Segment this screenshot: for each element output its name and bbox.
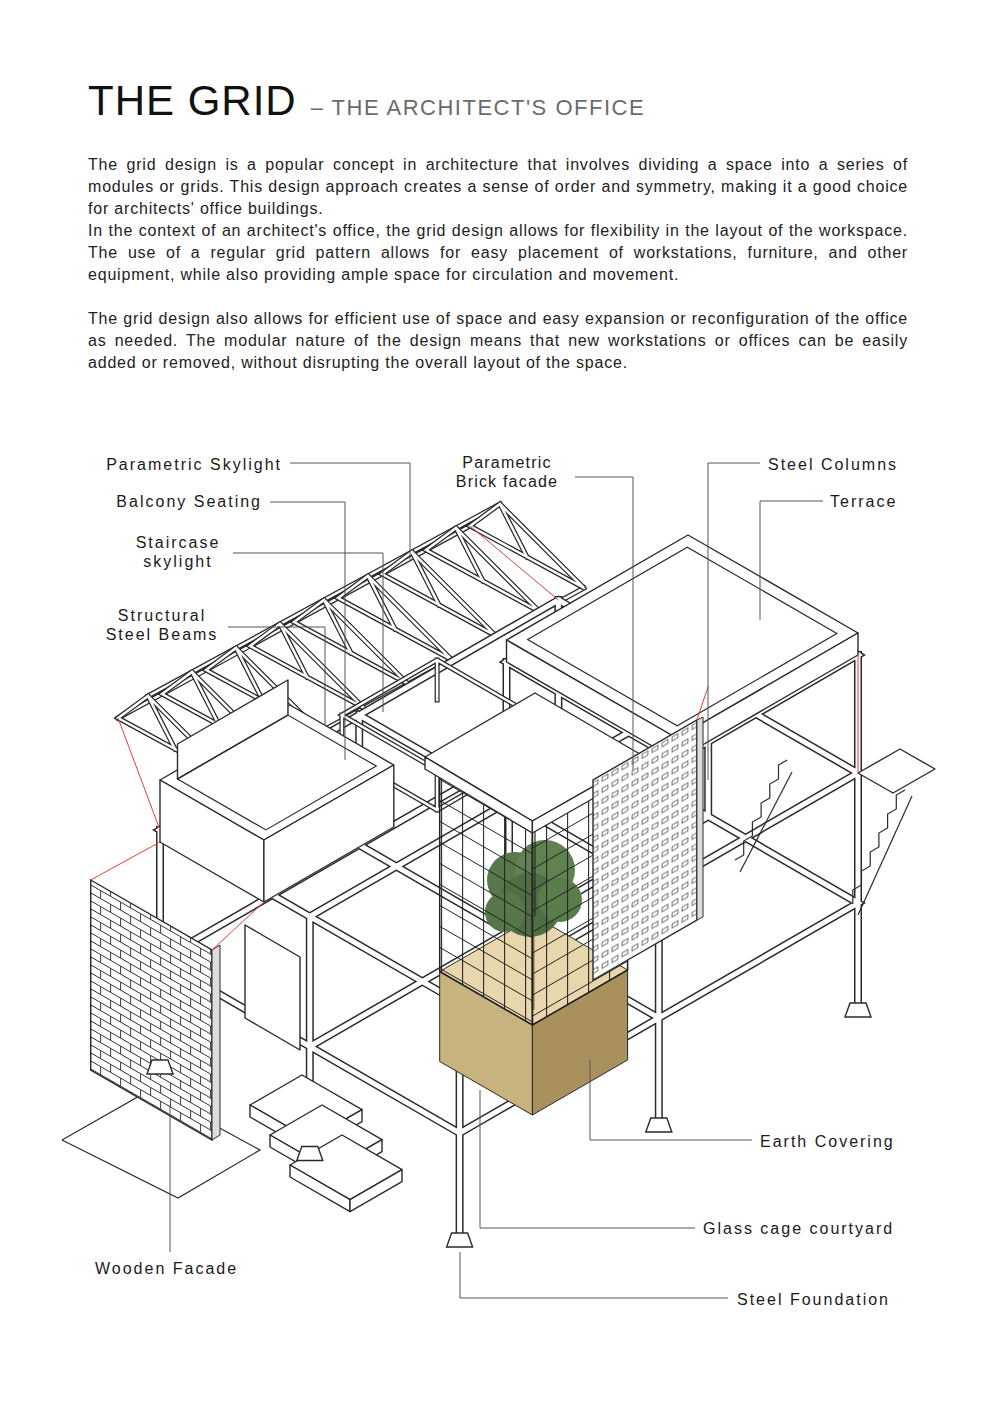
terrace-slab [528,547,837,726]
callout-anchor: Steel Columns [768,455,898,474]
steel-footings [845,1003,871,1017]
subtitle: – THE ARCHITECT'S OFFICE [311,97,645,119]
callout-anchor: Wooden Facade [95,1259,238,1278]
terrace-slab [677,633,859,760]
wooden-facade [91,880,212,1140]
steel-footings [147,1003,871,1247]
paragraph-text: The grid design is a popular concept in … [88,154,908,220]
callout-anchor: Balcony Seating [116,492,262,511]
wall-panel [245,925,300,1050]
callout-label: Steel Foundation [737,1290,890,1309]
wooden-facade [212,945,220,1140]
exterior-stair [858,749,935,793]
title-row: THE GRID – THE ARCHITECT'S OFFICE [88,80,645,122]
callout-anchor: Steel Foundation [737,1290,890,1309]
wooden-facade [91,880,220,1140]
parametric-skylight [382,552,496,636]
callout-label: Wooden Facade [95,1259,238,1278]
parametric-skylight [294,600,408,684]
callout-anchor: Parametric Skylight [106,455,282,474]
steel-footings [147,1060,173,1074]
callout-label: Structural Steel Beams [92,606,232,644]
callout-label: Parametric Skylight [106,455,282,474]
callout-anchor: Earth Covering [760,1132,895,1151]
steel-footings [447,1233,473,1247]
assembly-lines [118,718,160,830]
interior-stair [735,760,787,860]
callout-label: Staircase skylight [113,533,243,571]
assembly-lines [858,655,859,773]
assembly-lines [212,902,264,950]
leader-lines [290,463,410,560]
leader-lines [170,463,823,1298]
callout-anchor: Terrace [830,492,897,511]
balcony-seating [160,680,394,902]
callout-anchor: Structural Steel Beams [92,606,232,644]
interior-stair [740,772,792,872]
entrance-steps [250,1075,402,1212]
balcony-seating [264,765,394,902]
intro-text: The grid design is a popular concept in … [88,154,908,374]
leader-lines [270,502,345,760]
leader-lines [233,553,383,712]
assembly-lines [697,687,708,721]
assembly-lines [470,526,558,600]
parametric-brick-facade [593,720,697,980]
leader-lines [460,1252,728,1298]
parametric-brick-facade [697,717,703,920]
exterior-stair [858,796,912,915]
leader-lines [170,1105,171,1252]
callout-label: Terrace [830,492,897,511]
leader-lines [708,463,760,780]
steel-footings [297,1147,323,1161]
callout-label: Glass cage courtyard [703,1219,894,1238]
page-title: THE GRID [88,80,297,122]
callout-anchor: Parametric Brick facade [442,453,572,491]
paragraph-text: The grid design also allows for efficien… [88,308,908,374]
leader-lines [590,1060,752,1140]
callout-anchor: Glass cage courtyard [703,1219,894,1238]
leader-lines [575,477,633,770]
callout-label: Earth Covering [760,1132,895,1151]
leader-lines [760,501,823,620]
assembly-lines [91,526,858,950]
callout-label: Parametric Brick facade [442,453,572,491]
exterior-stair [853,790,905,904]
callout-anchor: Staircase skylight [113,533,243,571]
callout-label: Balcony Seating [116,492,262,511]
balcony-seating [160,780,264,902]
glass-cage [425,757,532,833]
entrance-steps [290,1135,402,1212]
balcony-seating [178,680,288,779]
steel-footings [646,1118,672,1132]
exterior-stair [853,749,935,915]
parametric-brick-facade [593,717,703,980]
leader-lines [228,627,325,725]
leader-lines [480,1090,695,1228]
wall-panel [245,925,300,1050]
parametric-skylight [338,576,452,660]
interior-stair [735,760,792,872]
paragraph-text: In the context of an architect's office,… [88,220,908,286]
callout-label: Steel Columns [768,455,898,474]
assembly-lines [91,842,160,880]
parametric-skylight [470,504,584,588]
